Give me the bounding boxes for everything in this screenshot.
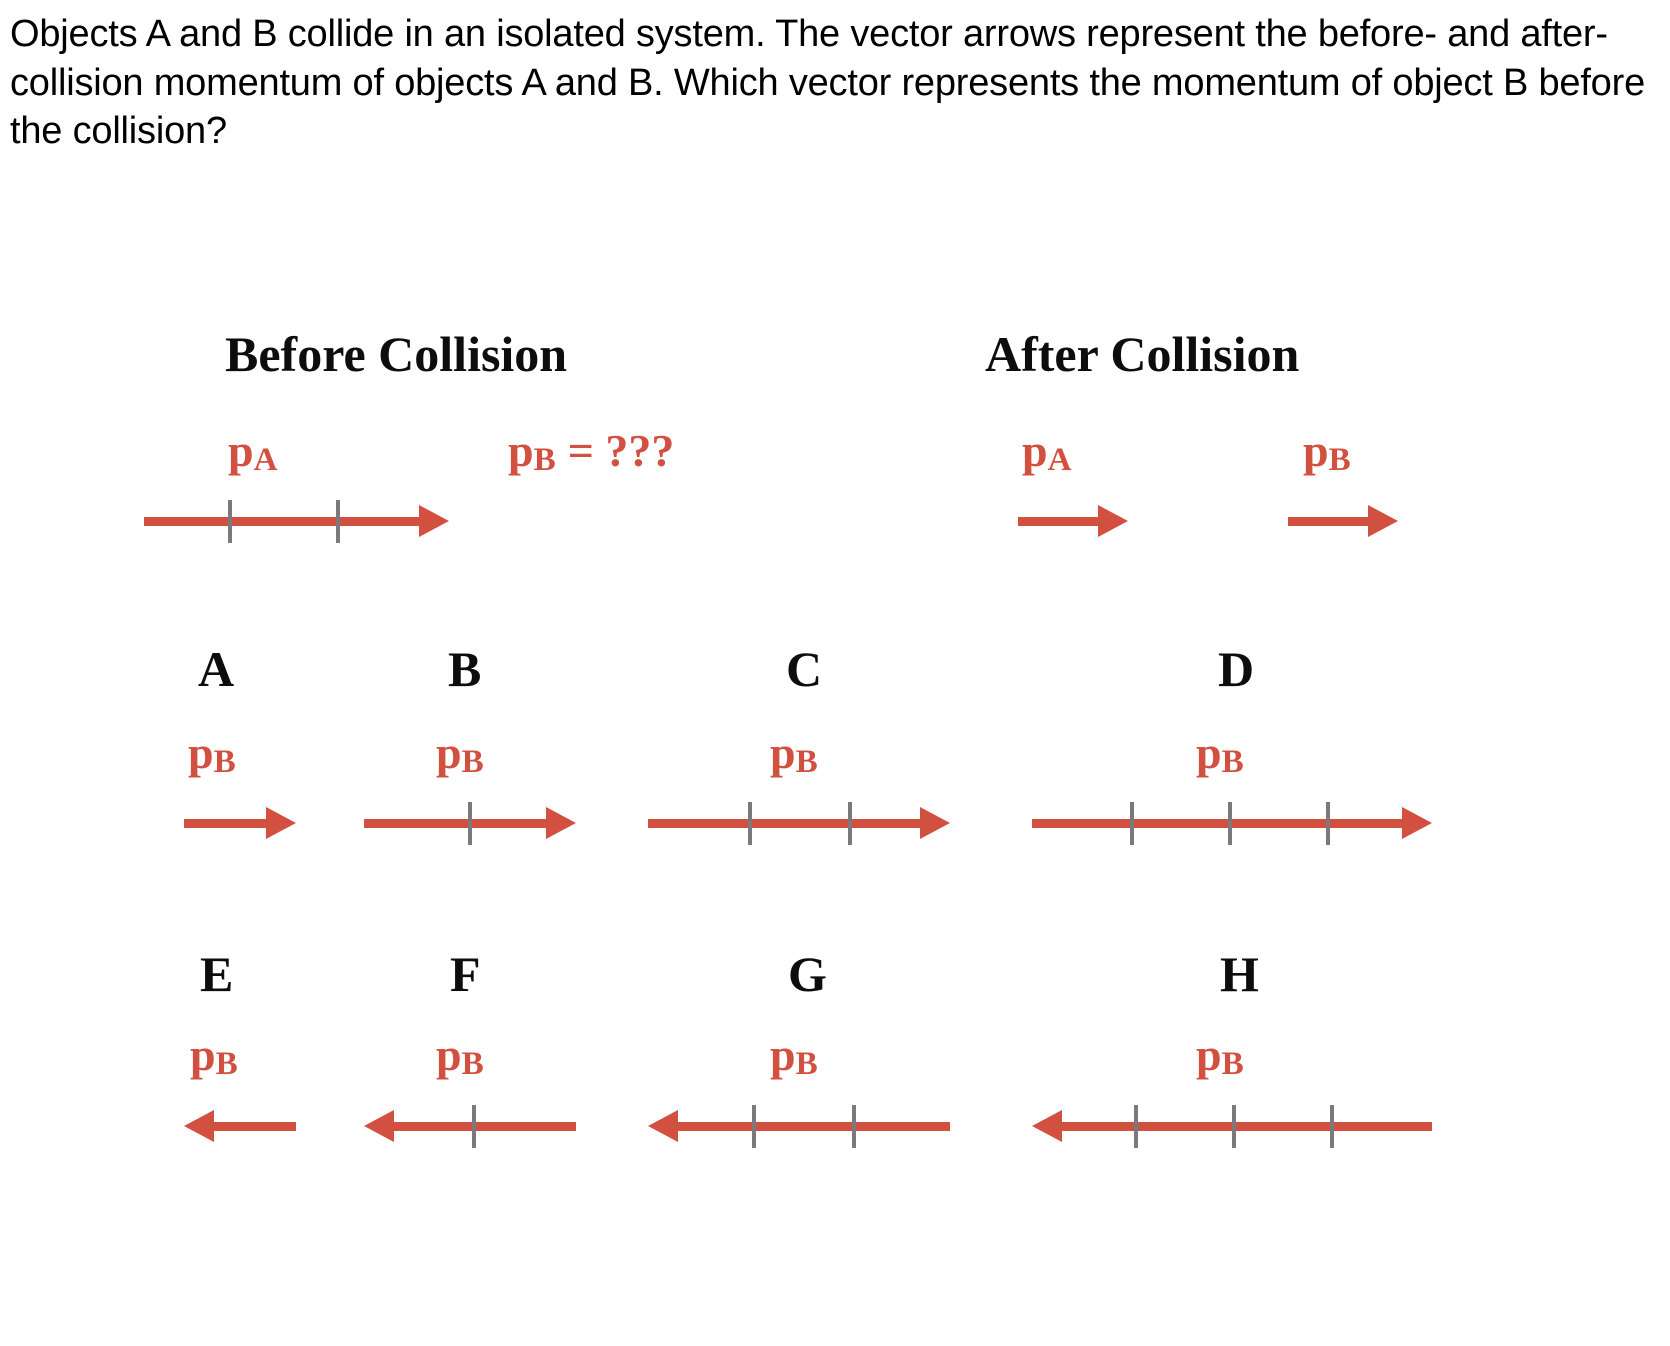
option-b-vector[interactable] bbox=[364, 800, 576, 846]
vector-tick bbox=[1130, 802, 1134, 845]
option-h-label-sub: B bbox=[1221, 1044, 1245, 1082]
after-pb-label-sub: B bbox=[1328, 440, 1352, 478]
after-pa-vector bbox=[1018, 498, 1128, 544]
vector-tick bbox=[1326, 802, 1330, 845]
option-a-plabel: pB bbox=[188, 727, 236, 779]
vector-tick bbox=[468, 802, 472, 845]
arrowhead-right-icon bbox=[1368, 505, 1398, 537]
arrowhead-right-icon bbox=[419, 505, 449, 537]
option-d-label-sub: B bbox=[1221, 742, 1245, 780]
after-pb-vector bbox=[1288, 498, 1398, 544]
before-pa-label: pA bbox=[228, 425, 278, 477]
arrowhead-right-icon bbox=[920, 807, 950, 839]
after-pa-label: pA bbox=[1022, 425, 1072, 477]
vector-shaft bbox=[1060, 1122, 1432, 1131]
option-letter-a[interactable]: A bbox=[198, 641, 235, 697]
before-pb-unknown-suffix: = ??? bbox=[556, 425, 675, 476]
option-g-vector[interactable] bbox=[648, 1103, 950, 1149]
option-letter-f[interactable]: F bbox=[450, 946, 481, 1002]
option-f-vector[interactable] bbox=[364, 1103, 576, 1149]
option-a-vector[interactable] bbox=[184, 800, 296, 846]
option-f-plabel: pB bbox=[436, 1029, 484, 1081]
option-c-vector[interactable] bbox=[648, 800, 950, 846]
arrowhead-right-icon bbox=[546, 807, 576, 839]
vector-shaft bbox=[1032, 819, 1404, 828]
vector-tick bbox=[1330, 1105, 1334, 1148]
option-f-label-p: p bbox=[436, 1029, 462, 1080]
option-g-label-sub: B bbox=[795, 1044, 819, 1082]
arrowhead-left-icon bbox=[648, 1110, 678, 1142]
before-pa-vector bbox=[144, 498, 449, 544]
vector-shaft bbox=[1018, 517, 1100, 526]
before-pa-label-sub: A bbox=[253, 440, 279, 478]
option-c-label-p: p bbox=[770, 727, 796, 778]
after-collision-heading: After Collision bbox=[985, 326, 1300, 382]
option-e-label-p: p bbox=[190, 1029, 216, 1080]
option-h-plabel: pB bbox=[1196, 1029, 1244, 1081]
option-letter-d[interactable]: D bbox=[1218, 641, 1255, 697]
arrowhead-right-icon bbox=[1402, 807, 1432, 839]
before-collision-heading: Before Collision bbox=[225, 326, 568, 382]
option-h-label-p: p bbox=[1196, 1029, 1222, 1080]
vector-shaft bbox=[144, 517, 419, 526]
option-d-label-p: p bbox=[1196, 727, 1222, 778]
option-b-label-sub: B bbox=[461, 742, 485, 780]
option-letter-b[interactable]: B bbox=[448, 641, 482, 697]
arrowhead-left-icon bbox=[364, 1110, 394, 1142]
option-a-label-sub: B bbox=[213, 742, 237, 780]
option-letter-e[interactable]: E bbox=[200, 946, 234, 1002]
after-pa-label-sub: A bbox=[1047, 440, 1073, 478]
option-b-label-p: p bbox=[436, 727, 462, 778]
option-h-vector[interactable] bbox=[1032, 1103, 1432, 1149]
before-pb-label-sub: B bbox=[533, 440, 557, 478]
option-d-vector[interactable] bbox=[1032, 800, 1432, 846]
after-pb-label-p: p bbox=[1303, 425, 1329, 476]
vector-shaft bbox=[364, 819, 548, 828]
vector-shaft bbox=[184, 819, 268, 828]
option-letter-h[interactable]: H bbox=[1220, 946, 1259, 1002]
arrowhead-left-icon bbox=[184, 1110, 214, 1142]
vector-shaft bbox=[392, 1122, 576, 1131]
option-g-label-p: p bbox=[770, 1029, 796, 1080]
option-a-label-p: p bbox=[188, 727, 214, 778]
vector-tick bbox=[1228, 802, 1232, 845]
arrowhead-right-icon bbox=[266, 807, 296, 839]
arrowhead-right-icon bbox=[1098, 505, 1128, 537]
before-pb-label: pB = ??? bbox=[508, 425, 675, 477]
vector-tick bbox=[228, 500, 232, 543]
after-pa-label-p: p bbox=[1022, 425, 1048, 476]
option-f-label-sub: B bbox=[461, 1044, 485, 1082]
option-g-plabel: pB bbox=[770, 1029, 818, 1081]
option-e-label-sub: B bbox=[215, 1044, 239, 1082]
vector-shaft bbox=[676, 1122, 950, 1131]
vector-tick bbox=[1232, 1105, 1236, 1148]
vector-shaft bbox=[648, 819, 922, 828]
option-d-plabel: pB bbox=[1196, 727, 1244, 779]
arrowhead-left-icon bbox=[1032, 1110, 1062, 1142]
after-pb-label: pB bbox=[1303, 425, 1351, 477]
question-prompt: Objects A and B collide in an isolated s… bbox=[10, 13, 1645, 153]
vector-tick bbox=[852, 1105, 856, 1148]
vector-tick bbox=[336, 500, 340, 543]
before-pb-label-p: p bbox=[508, 425, 534, 476]
vector-shaft bbox=[212, 1122, 296, 1131]
vector-tick bbox=[748, 802, 752, 845]
option-c-plabel: pB bbox=[770, 727, 818, 779]
option-b-plabel: pB bbox=[436, 727, 484, 779]
vector-tick bbox=[1134, 1105, 1138, 1148]
vector-tick bbox=[848, 802, 852, 845]
option-letter-g[interactable]: G bbox=[788, 946, 827, 1002]
before-pa-label-p: p bbox=[228, 425, 254, 476]
vector-tick bbox=[472, 1105, 476, 1148]
option-c-label-sub: B bbox=[795, 742, 819, 780]
option-letter-c[interactable]: C bbox=[786, 641, 823, 697]
option-e-vector[interactable] bbox=[184, 1103, 296, 1149]
option-e-plabel: pB bbox=[190, 1029, 238, 1081]
vector-tick bbox=[752, 1105, 756, 1148]
vector-shaft bbox=[1288, 517, 1370, 526]
